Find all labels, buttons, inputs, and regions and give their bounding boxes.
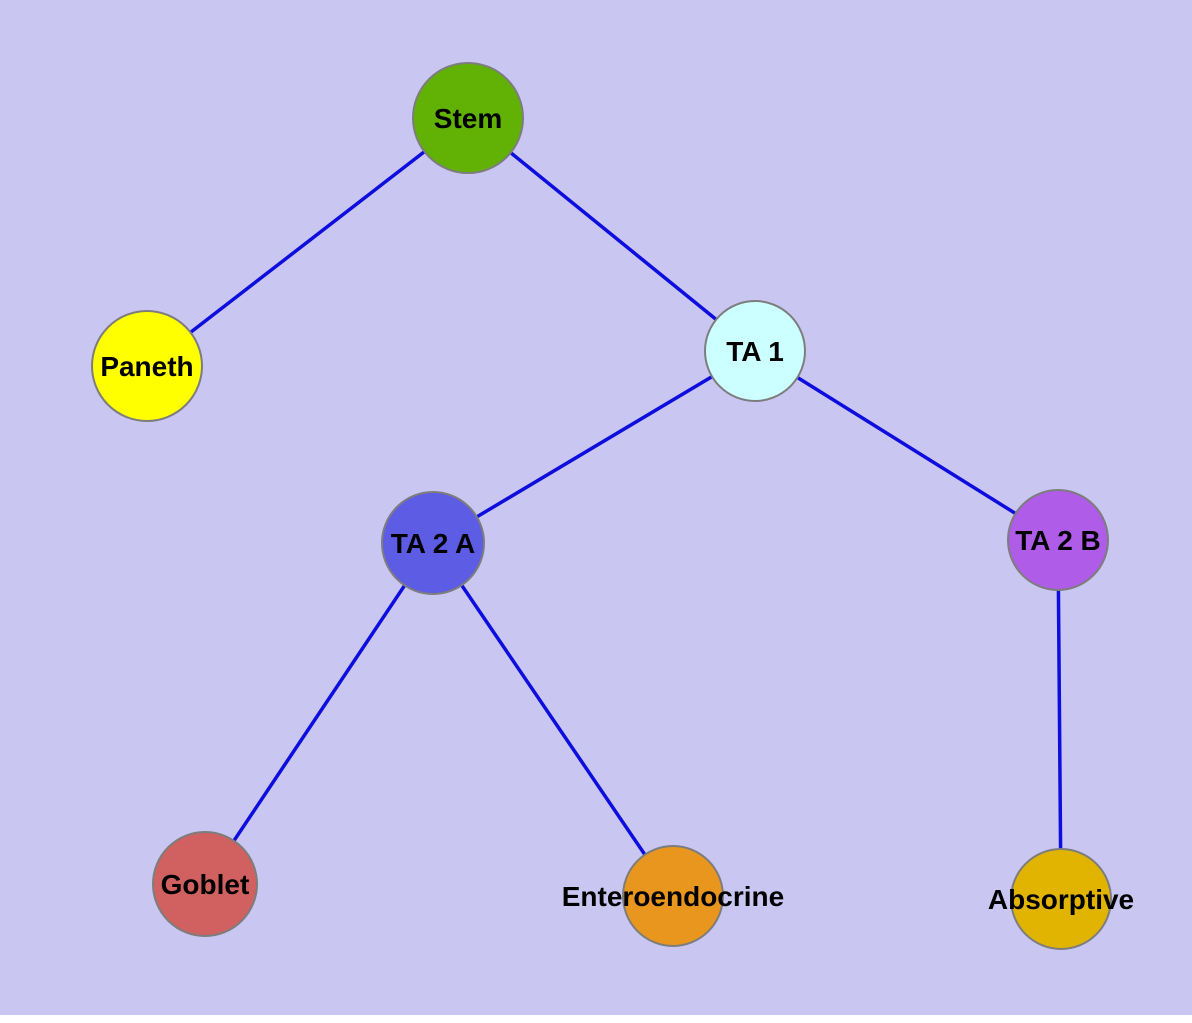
edge-stem-ta1 — [466, 116, 757, 353]
node-stem[interactable] — [412, 62, 524, 174]
edge-ta2a-goblet — [203, 542, 435, 885]
node-absorptive[interactable] — [1010, 848, 1112, 950]
node-enteroendocrine[interactable] — [622, 845, 724, 947]
edge-ta1-ta2b — [754, 349, 1059, 542]
node-ta1[interactable] — [704, 300, 806, 402]
node-goblet[interactable] — [152, 831, 258, 937]
edge-ta1-ta2a — [432, 349, 756, 545]
node-paneth[interactable] — [91, 310, 203, 422]
node-ta2a[interactable] — [381, 491, 485, 595]
edge-ta2b-absorptive — [1056, 539, 1063, 900]
node-ta2b[interactable] — [1007, 489, 1109, 591]
edge-ta2a-enteroendocrine — [431, 542, 675, 897]
edge-stem-paneth — [145, 116, 470, 368]
